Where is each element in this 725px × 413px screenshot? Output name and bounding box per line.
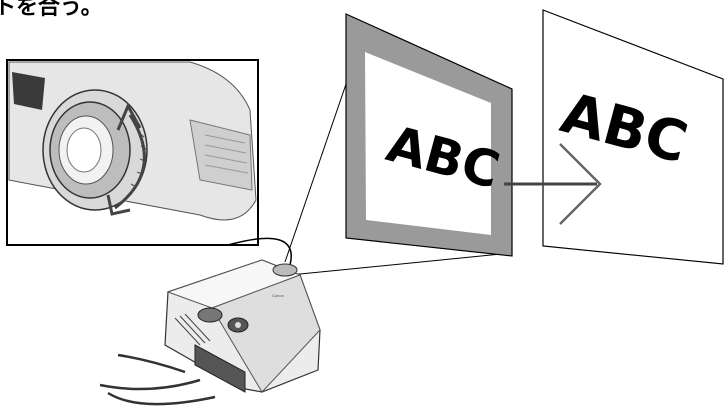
projector-illustration: Canon — [165, 260, 320, 392]
focused-screen: ABC — [543, 10, 723, 264]
heading-text: トを合う。 — [0, 0, 103, 20]
lens-detail-inset — [7, 60, 258, 245]
projector-logo: Canon — [272, 293, 284, 298]
blurred-screen: ABC — [346, 14, 512, 256]
